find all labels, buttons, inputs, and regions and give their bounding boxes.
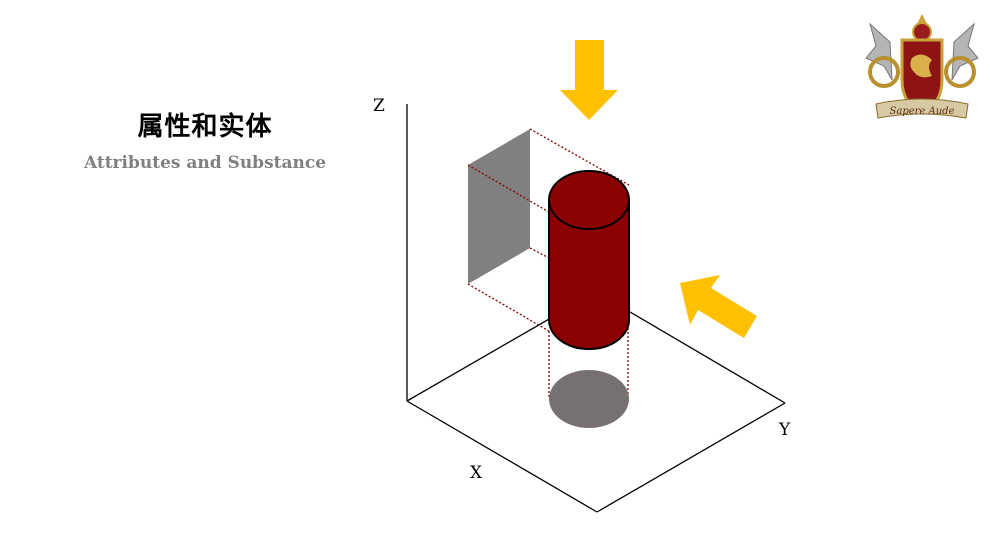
- top-view-arrow: [560, 40, 618, 120]
- side-view-arrow: [680, 275, 757, 338]
- z-axis-label: Z: [373, 96, 385, 116]
- slide-subtitle: Attributes and Substance: [83, 153, 327, 173]
- y-axis-label: Y: [778, 420, 791, 440]
- front-floor-edge: [596, 402, 786, 513]
- bottom-projection: [549, 370, 629, 428]
- sapere-aude-crest-logo: Sapere Aude: [865, 14, 979, 119]
- crest-motto: Sapere Aude: [890, 106, 955, 117]
- projection-guides: [467, 128, 630, 398]
- side-projection: [468, 129, 530, 284]
- x-axis: [406, 400, 598, 513]
- slide-title: 属性和实体: [137, 112, 273, 142]
- x-axis-label: X: [470, 463, 483, 483]
- cylinder-top: [548, 170, 630, 230]
- cylinder-body: [548, 199, 630, 350]
